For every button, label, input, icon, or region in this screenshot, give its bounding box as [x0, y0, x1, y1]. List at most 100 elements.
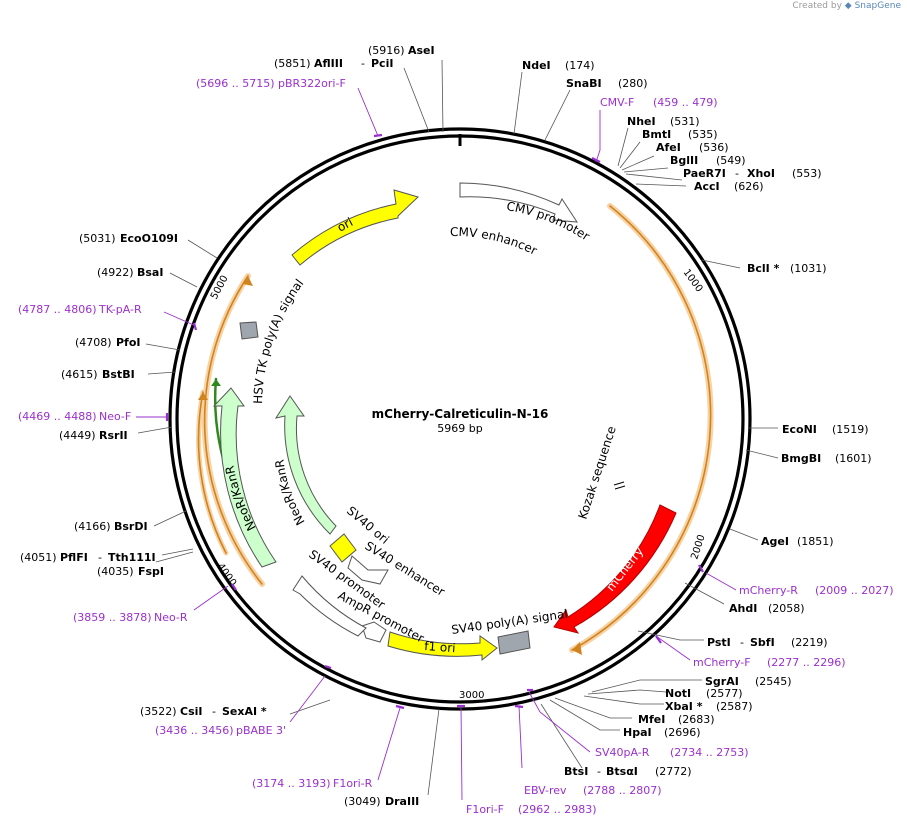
site-ndei[interactable]: NdeI(174)	[522, 59, 595, 72]
neor-inner-feature[interactable]	[274, 395, 337, 535]
svg-text:(2788 .. 2807): (2788 .. 2807)	[583, 784, 662, 797]
svg-text:RsrII: RsrII	[99, 429, 128, 442]
svg-text:pBABE 3': pBABE 3'	[236, 724, 286, 737]
plasmid-name: mCherry-Calreticulin-N-16	[372, 407, 549, 421]
site-connectors	[137, 59, 779, 796]
site-afliii-pcii[interactable]: (5851)AflIII-PciI	[274, 57, 393, 70]
primer-labels: CMV-F(459 .. 479) mCherry-R(2009 .. 2027…	[18, 77, 894, 816]
orf-arrowhead-1	[572, 642, 582, 655]
primer-connectors	[136, 87, 737, 801]
site-draiii[interactable]: (3049)DraIII	[344, 795, 419, 808]
kozak-mark-2	[614, 485, 626, 490]
primer-tk-pa-r[interactable]: (4787 .. 4806)TK-pA-R	[18, 303, 142, 316]
sv40-polya-feature[interactable]	[497, 630, 531, 655]
site-snabi[interactable]: SnaBI(280)	[566, 77, 648, 90]
svg-text:NotI: NotI	[665, 687, 691, 700]
site-bmti[interactable]: BmtI(535)	[642, 128, 718, 141]
primer-f1ori-r[interactable]: (3174 .. 3193)F1ori-R	[252, 777, 373, 790]
svg-text:(535): (535)	[688, 128, 718, 141]
svg-text:EBV-rev: EBV-rev	[524, 784, 567, 797]
site-pflfi[interactable]: (4051)PflFI-Tth111I	[20, 551, 156, 564]
site-nhei[interactable]: NheI(531)	[627, 115, 700, 128]
site-ahdi[interactable]: AhdI(2058)	[729, 602, 805, 615]
svg-text:BstBI: BstBI	[102, 368, 135, 381]
svg-text:AgeI: AgeI	[761, 535, 789, 548]
site-mfei[interactable]: MfeI(2683)	[638, 713, 715, 726]
sv40-enhancer-label: SV40 enhancer	[362, 539, 447, 599]
svg-text:AhdI: AhdI	[729, 602, 757, 615]
primer-f1ori-f[interactable]: F1ori-F(2962 .. 2983)	[466, 803, 597, 816]
site-bmgbi[interactable]: BmgBI (1601)	[781, 452, 872, 465]
sv40-promoter-feature[interactable]	[292, 575, 367, 637]
site-btsi[interactable]: BtsI-BtsαI(2772)	[564, 765, 692, 778]
site-asei[interactable]: (5916)AseI	[368, 44, 435, 57]
hsv-tk-polya-feature[interactable]	[239, 321, 259, 340]
site-eco0109i[interactable]: (5031)EcoO109I	[79, 232, 178, 245]
ori-feature[interactable]	[291, 189, 419, 266]
primer-ebv-rev[interactable]: EBV-rev (2788 .. 2807)	[524, 784, 662, 797]
svg-text:PfoI: PfoI	[116, 336, 141, 349]
cmv-promoter-feature[interactable]	[459, 182, 578, 223]
site-pfoi[interactable]: (4708)PfoI	[75, 336, 141, 349]
svg-text:(280): (280)	[618, 77, 648, 90]
sv40-ori-feature[interactable]	[329, 533, 357, 563]
credit-brand: SnapGene	[854, 1, 901, 11]
svg-text:(2009 .. 2027): (2009 .. 2027)	[815, 584, 894, 597]
primer-neo-r[interactable]: (3859 .. 3878)Neo-R	[73, 611, 188, 624]
svg-text:SexAI *: SexAI *	[222, 705, 267, 718]
site-sgrai[interactable]: SgrAI(2545)	[705, 675, 792, 688]
primer-neo-f[interactable]: (4469 .. 4488)Neo-F	[18, 410, 131, 423]
site-bcli[interactable]: BclI *(1031)	[747, 262, 827, 275]
site-afei[interactable]: AfeI(536)	[656, 141, 729, 154]
primer-pbr322ori-f[interactable]: (5696 .. 5715)pBR322ori-F	[196, 77, 346, 90]
orf-arcs	[196, 203, 714, 655]
svg-text:(1601): (1601)	[835, 452, 872, 465]
credit-prefix: Created by	[792, 1, 842, 11]
sv40-enhancer-feature[interactable]	[347, 555, 389, 585]
site-agei[interactable]: AgeI (1851)	[761, 535, 834, 548]
orf-arrowhead-2	[243, 276, 253, 286]
svg-text:F1ori-F: F1ori-F	[466, 803, 504, 816]
orf-arrowhead-3	[198, 392, 208, 400]
site-fspi[interactable]: (4035)FspI	[97, 565, 164, 578]
svg-text:BglII: BglII	[670, 154, 698, 167]
site-hpai[interactable]: HpaI (2696)	[623, 726, 701, 739]
site-acci[interactable]: AccI(626)	[694, 180, 764, 193]
svg-text:HpaI: HpaI	[623, 726, 652, 739]
site-rsrii[interactable]: (4449)RsrII	[59, 429, 128, 442]
f1-ori-feature[interactable]	[387, 631, 498, 662]
svg-text:(1851): (1851)	[797, 535, 834, 548]
site-bstbi[interactable]: (4615)BstBI	[61, 368, 135, 381]
site-psti-sbfi[interactable]: PstI-SbfI(2219)	[707, 636, 828, 649]
svg-text:BsrDI: BsrDI	[114, 520, 148, 533]
ampr-promoter-feature[interactable]	[361, 621, 387, 643]
svg-text:(174): (174)	[565, 59, 595, 72]
orf-arc-3	[197, 391, 227, 554]
primer-sv40pa-r[interactable]: SV40pA-R(2734 .. 2753)	[595, 746, 749, 759]
primer-mcherry-f[interactable]: mCherry-F(2277 .. 2296)	[693, 656, 846, 669]
kozak-mark-1	[613, 481, 625, 486]
svg-text:(2587): (2587)	[716, 700, 753, 713]
primer-pbabe3[interactable]: (3436 .. 3456)pBABE 3'	[155, 724, 286, 737]
svg-text:(2696): (2696)	[664, 726, 701, 739]
neor-outer-feature[interactable]	[212, 387, 277, 568]
site-econi[interactable]: EcoNI(1519)	[782, 423, 869, 436]
svg-text:(2772): (2772)	[655, 765, 692, 778]
site-paer7i-xhoi[interactable]: PaeR7I-XhoI(553)	[683, 167, 822, 180]
svg-text:-: -	[361, 57, 365, 70]
site-noti[interactable]: NotI(2577)	[665, 687, 743, 700]
site-bglii[interactable]: BglII(549)	[670, 154, 746, 167]
svg-text:(3522): (3522)	[140, 705, 177, 718]
ori-label: ori	[335, 215, 355, 235]
mcherry-feature[interactable]	[553, 504, 677, 634]
primer-mcherry-r[interactable]: mCherry-R(2009 .. 2027)	[739, 584, 894, 597]
svg-text:(2545): (2545)	[755, 675, 792, 688]
svg-text:(5031): (5031)	[79, 232, 116, 245]
site-bsrdi[interactable]: (4166)BsrDI	[74, 520, 148, 533]
site-csii-sexai[interactable]: (3522)CsiI-SexAI *	[140, 705, 267, 718]
site-xbai[interactable]: XbaI *(2587)	[665, 700, 753, 713]
primer-cmv-f[interactable]: CMV-F(459 .. 479)	[600, 96, 718, 109]
hsv-tk-polya-label: HSV TK poly(A) signal	[251, 276, 306, 404]
svg-text:BmgBI: BmgBI	[781, 452, 821, 465]
site-bsai[interactable]: (4922)BsaI	[97, 266, 163, 279]
